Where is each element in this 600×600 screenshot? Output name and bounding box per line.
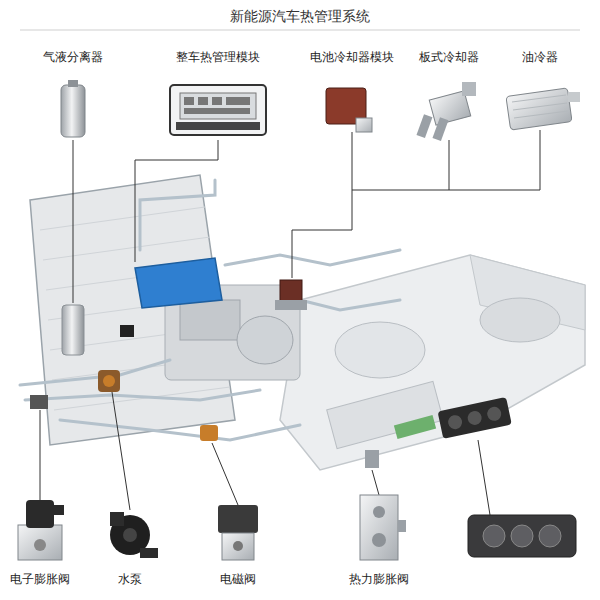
part-label: 水泵 (118, 572, 142, 586)
part-label: 板式冷却器 (419, 50, 479, 64)
part-label: 电磁阀 (220, 572, 256, 586)
part-label: 热力膨胀阀 (349, 572, 409, 586)
part-label: 油冷器 (522, 50, 558, 64)
diagram-title: 新能源汽车热管理系统 (230, 8, 370, 25)
part-label: 气液分离器 (43, 50, 103, 64)
part-label: 电子膨胀阀 (10, 572, 70, 586)
part-label: 电池冷却器模块 (310, 50, 394, 64)
part-label: 整车热管理模块 (176, 50, 260, 64)
